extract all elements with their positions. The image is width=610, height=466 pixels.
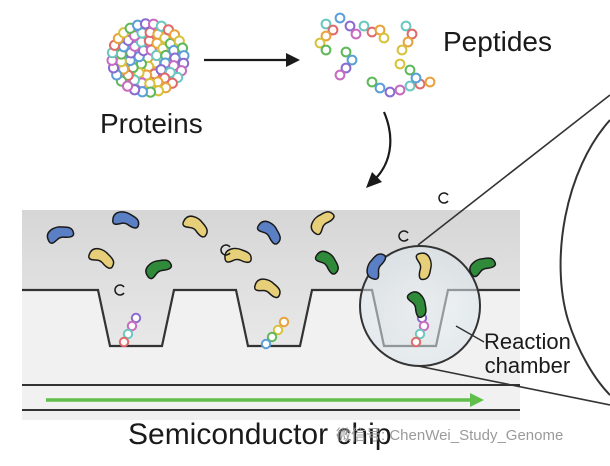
binder-blue-shape bbox=[112, 211, 140, 229]
binder-blue-shape bbox=[46, 226, 75, 244]
zoom-connector bbox=[417, 94, 610, 406]
well-peptide-bead bbox=[278, 316, 290, 328]
binder-blue bbox=[112, 211, 140, 229]
binder-yellow bbox=[224, 247, 252, 264]
well-peptide-bead bbox=[118, 336, 130, 348]
peptide-bead bbox=[394, 84, 406, 96]
binder-yellow-shape bbox=[310, 211, 335, 236]
well-peptide-bead bbox=[130, 312, 142, 324]
watermark: 微信号: ChenWei_Study_Genome bbox=[336, 427, 564, 444]
binder-green bbox=[469, 257, 497, 278]
peptide-bead bbox=[378, 32, 390, 44]
reaction-pointer bbox=[455, 325, 485, 343]
peptide-bead bbox=[346, 54, 358, 66]
binder-yellow bbox=[182, 215, 208, 238]
label-semiconductor-chip: Semiconductor chip bbox=[128, 418, 392, 451]
peptide-bead bbox=[314, 37, 326, 49]
binder-green bbox=[145, 259, 173, 280]
binder-green-shape bbox=[406, 291, 427, 319]
loose-molecule bbox=[114, 284, 125, 296]
binder-yellow-shape bbox=[254, 278, 281, 299]
peptide-bead bbox=[374, 82, 386, 94]
binder-green-shape bbox=[469, 257, 497, 278]
peptide-bead bbox=[340, 46, 352, 58]
label-proteins: Proteins bbox=[100, 108, 203, 139]
well-peptide-bead bbox=[126, 320, 138, 332]
binder-yellow bbox=[88, 247, 115, 269]
loose-molecule bbox=[398, 230, 409, 242]
protein-ball bbox=[106, 18, 190, 98]
peptide-bead bbox=[320, 18, 332, 30]
binder-yellow bbox=[415, 252, 432, 281]
binder-green bbox=[406, 291, 427, 319]
well-peptide-bead bbox=[410, 336, 422, 348]
well-peptide-bead bbox=[414, 328, 426, 340]
peptide-bead bbox=[334, 12, 346, 24]
peptide-bead bbox=[394, 58, 406, 70]
peptide-bead bbox=[340, 62, 352, 74]
peptide-bead bbox=[334, 69, 346, 81]
label-reaction-chamber: Reaction chamber bbox=[484, 330, 571, 378]
label-reaction-line1: Reaction bbox=[484, 329, 571, 354]
well-peptide-bead bbox=[122, 328, 134, 340]
label-peptides: Peptides bbox=[443, 26, 552, 57]
peptide-bead bbox=[396, 44, 408, 56]
binder-yellow-shape bbox=[88, 247, 115, 269]
binder-yellow bbox=[254, 278, 281, 299]
peptide-chains bbox=[314, 12, 436, 98]
binder-blue-shape bbox=[256, 220, 281, 245]
binder-blue bbox=[366, 253, 387, 280]
peptide-bead bbox=[404, 64, 416, 76]
peptide-bead bbox=[320, 30, 332, 42]
well-peptide-bead bbox=[272, 324, 284, 336]
binder-green bbox=[314, 250, 339, 275]
loose-molecule bbox=[438, 192, 449, 204]
binder-blue bbox=[46, 226, 75, 244]
peptide-bead bbox=[404, 80, 416, 92]
peptide-bead bbox=[344, 20, 356, 32]
binder-green-shape bbox=[145, 259, 173, 280]
peptide-bead bbox=[384, 86, 396, 98]
well-peptide-chains bbox=[118, 312, 430, 350]
binder-molecules bbox=[46, 192, 497, 319]
peptide-bead bbox=[402, 36, 414, 48]
arrow-proteins-to-peptides bbox=[204, 53, 300, 67]
well-peptide-bead bbox=[260, 338, 272, 350]
peptide-bead bbox=[410, 72, 422, 84]
arrow-peptides-to-chip bbox=[366, 111, 392, 188]
binder-green-shape bbox=[314, 250, 339, 275]
protein-bead bbox=[121, 80, 134, 92]
label-reaction-line2: chamber bbox=[484, 353, 571, 378]
well-peptide-bead bbox=[418, 320, 430, 332]
peptide-bead bbox=[400, 20, 412, 32]
peptide-bead bbox=[358, 20, 370, 32]
binder-blue bbox=[256, 220, 281, 245]
binder-yellow bbox=[310, 211, 335, 236]
peptide-bead bbox=[424, 76, 436, 88]
binder-blue-shape bbox=[366, 253, 387, 280]
peptide-bead bbox=[366, 76, 378, 88]
peptide-bead bbox=[350, 28, 362, 40]
peptide-bead bbox=[327, 24, 339, 36]
binder-yellow-shape bbox=[224, 247, 252, 264]
peptide-bead bbox=[320, 44, 332, 56]
well-peptide-bead bbox=[266, 331, 278, 343]
flow-arrow bbox=[46, 393, 484, 407]
binder-yellow-shape bbox=[415, 252, 432, 281]
loose-molecule bbox=[220, 244, 231, 256]
binder-yellow-shape bbox=[182, 215, 208, 238]
